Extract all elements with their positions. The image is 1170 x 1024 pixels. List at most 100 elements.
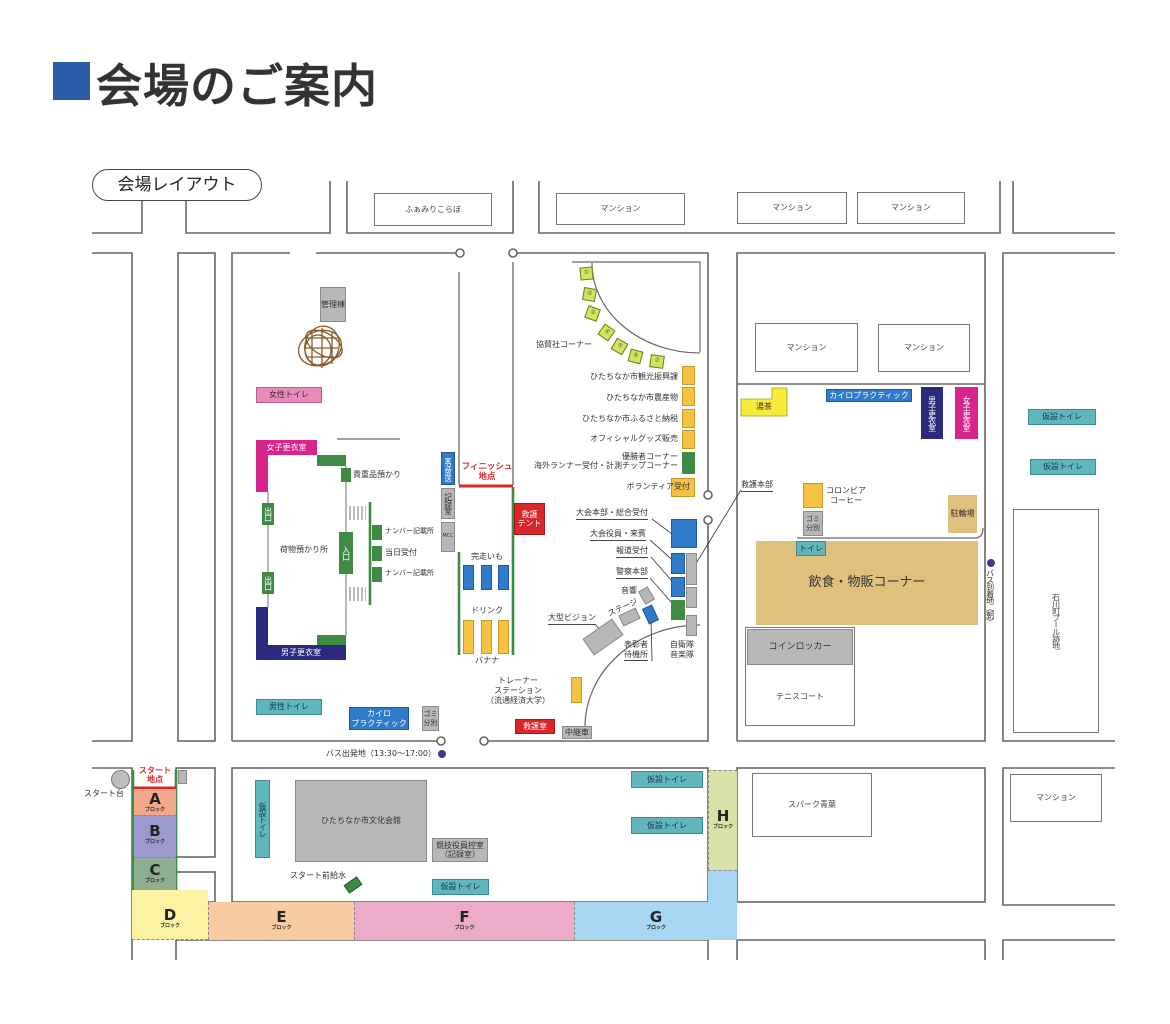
- road-edge: [1002, 767, 1115, 906]
- start-block-e: E ブロック: [208, 902, 354, 940]
- first-aid-room: 救護室: [515, 719, 555, 734]
- road-edge: [538, 181, 1001, 234]
- tea-label: 湯茶: [756, 402, 772, 411]
- first-aid-hq-booth: [686, 553, 697, 585]
- finisher-potato-label: 完走いも: [471, 552, 503, 561]
- drink-label: ドリンク: [471, 606, 503, 615]
- inner-boundary: [572, 261, 701, 352]
- neighbor-mansion: マンション: [737, 192, 847, 224]
- food-corner: 飲食・物販コーナー: [756, 541, 978, 625]
- small-structure: [178, 770, 187, 784]
- winners-corner-label: 優勝者コーナー: [622, 452, 678, 461]
- block-letter: H: [716, 807, 730, 825]
- booth-volunteer: [671, 478, 695, 497]
- leader-line: [691, 489, 742, 571]
- potato-table: [463, 565, 474, 590]
- baggage-label: 荷物預かり所: [280, 545, 328, 554]
- womens-changing-room-wing: [256, 455, 268, 492]
- trainer-station: [571, 677, 582, 703]
- entrance-sign: 入口: [339, 532, 353, 574]
- garbage-sorting: ゴミ 分別: [422, 706, 439, 731]
- crosswalk-icon: [349, 506, 366, 520]
- coffee-booth: [803, 483, 823, 508]
- police-booth: [671, 600, 685, 620]
- temp-toilet: 仮設トイレ: [631, 817, 703, 834]
- culture-hall: ひたちなか市文化会館: [295, 780, 427, 862]
- officials-label: 大会役員・来賓: [590, 529, 646, 541]
- first-aid-hq-label: 救護本部: [741, 480, 773, 492]
- gate-marker: [455, 248, 465, 258]
- toilet: トイレ: [796, 541, 826, 556]
- drink-table: [463, 620, 474, 654]
- neighbor-pool-site: 石川町プール跡地: [1013, 509, 1099, 733]
- bus-stop-icon: [987, 559, 995, 567]
- number-desk: [372, 567, 382, 582]
- temp-toilet: 仮設トイレ: [432, 879, 489, 895]
- plaza-arc: [584, 624, 701, 728]
- bus-stop-icon: [438, 750, 446, 758]
- pre-start-water-label: スタート前給水: [290, 871, 346, 880]
- bus-departure-label: バス出発地（13:30〜17:00）: [325, 749, 436, 758]
- start-block-g: G ブロック: [574, 902, 737, 940]
- start-block-f: F ブロック: [354, 902, 574, 940]
- road-edge: [177, 252, 216, 742]
- road-edge: [1012, 181, 1115, 234]
- block-suffix: ブロック: [144, 878, 165, 884]
- garbage-sorting: ゴミ 分別: [803, 511, 823, 536]
- venue-boundary: [231, 252, 709, 742]
- first-aid-tent: 救護 テント: [514, 503, 545, 535]
- hq-label: 大会本部・総合受付: [576, 508, 648, 520]
- womens-changing-room: 女子更衣室: [256, 440, 317, 455]
- banana-label: バナナ: [475, 656, 499, 665]
- booth-label: ひたちなか市ふるさと納税: [582, 414, 678, 423]
- reception-desk: [372, 546, 382, 561]
- drink-table: [498, 620, 509, 654]
- block-suffix: ブロック: [159, 923, 180, 929]
- sponsor-booth: ②: [581, 286, 598, 303]
- chiropractic-booth: カイロプラクティック: [826, 389, 912, 402]
- block-suffix: ブロック: [454, 925, 475, 931]
- road-edge: [736, 252, 986, 742]
- gray-booth: [686, 587, 697, 608]
- start-block-g-extension: [708, 870, 737, 902]
- relay-car: 中継車: [562, 726, 592, 739]
- booth-tourism: [682, 366, 695, 385]
- course-lane: [458, 262, 514, 485]
- crosswalk-icon: [349, 587, 366, 601]
- map-section-label: 会場レイアウト: [92, 169, 262, 201]
- booth-furusato: [682, 409, 695, 428]
- big-screen-label: 大型ビジョン: [548, 613, 596, 625]
- start-block-a: A ブロック: [134, 789, 176, 815]
- womens-toilet: 女性トイレ: [256, 387, 322, 403]
- press-label: 報道受付: [616, 546, 648, 558]
- mens-toilet: 男性トイレ: [256, 699, 322, 715]
- title-square-icon: [53, 62, 90, 100]
- start-stand-label: スタート台: [84, 789, 124, 798]
- sound-label: 音響: [621, 586, 637, 595]
- potato-table: [498, 565, 509, 590]
- exit-sign: 出口: [262, 503, 274, 525]
- press-booth: [671, 577, 685, 597]
- inner-boundary: [797, 527, 984, 539]
- block-suffix: ブロック: [144, 839, 165, 845]
- neighbor-famiri-korabo: ふぁみりこらぼ: [374, 193, 492, 226]
- awardees-label: 表彰者 待機所: [624, 640, 648, 662]
- gate-marker: [703, 490, 713, 500]
- start-block-c: C ブロック: [134, 857, 176, 890]
- mens-changing-room-wing: [256, 607, 268, 647]
- valuables-desk: [341, 468, 351, 482]
- road-edge: [736, 767, 986, 903]
- sponsor-booth: ⑦: [649, 354, 665, 369]
- live-broadcast-booth: 実況放送: [441, 452, 455, 485]
- gate-marker: [436, 736, 446, 746]
- block-suffix: ブロック: [144, 807, 165, 813]
- temp-toilet: 仮設トイレ: [255, 780, 270, 858]
- temp-toilet: 仮設トイレ: [1030, 459, 1096, 475]
- sdf-band-booth: [686, 615, 697, 636]
- tea-area: [740, 387, 788, 417]
- finish-point-label: フィニッシュ 地点: [461, 462, 513, 483]
- road-edge: [185, 181, 331, 234]
- hq-booth: [671, 519, 697, 548]
- temp-toilet: 仮設トイレ: [1028, 409, 1096, 425]
- booth-goods: [682, 430, 695, 449]
